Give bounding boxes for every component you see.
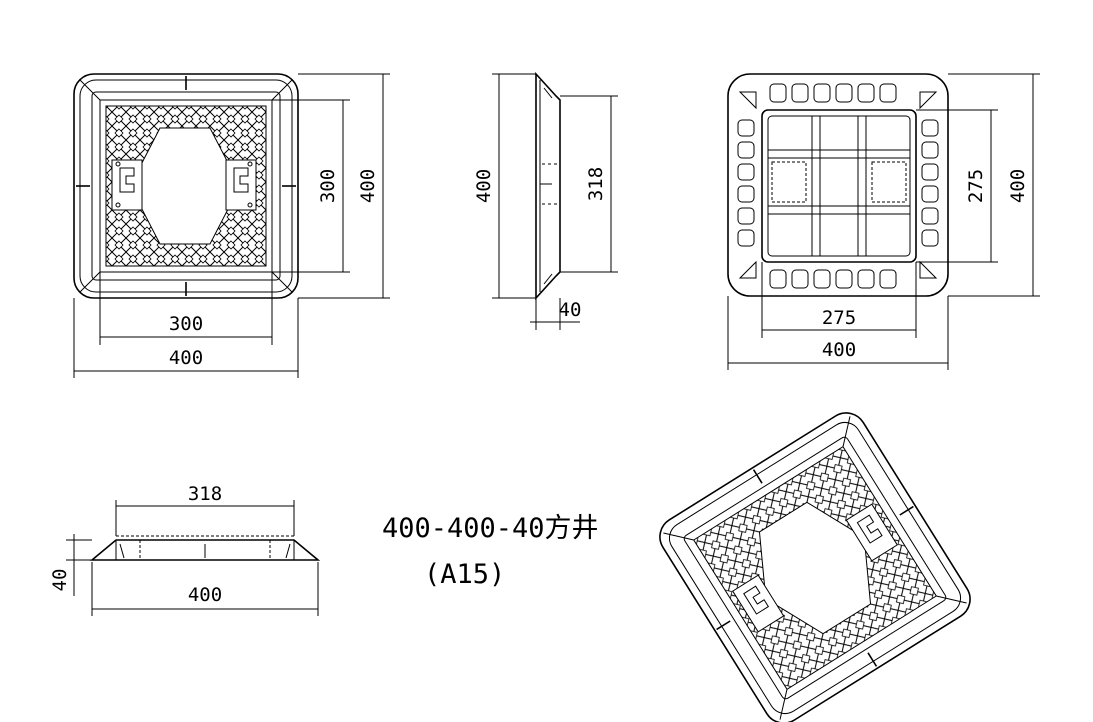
- title-line-2: (A15): [424, 559, 505, 590]
- side-view: 400 318 40: [473, 71, 618, 330]
- bottom-view-inner-height: 275: [965, 169, 987, 203]
- front-view-outer-width: 400: [188, 584, 222, 606]
- cells-top: [769, 83, 897, 289]
- top-view: 300 400 300 400: [73, 73, 390, 378]
- front-view-inner-width: 318: [188, 483, 222, 505]
- side-view-thickness: 40: [559, 299, 582, 321]
- isometric-view: [659, 412, 971, 722]
- front-view-thickness: 40: [49, 569, 71, 592]
- drawing-title: 400-400-40方井 (A15): [382, 513, 599, 590]
- iso-lifting-key-right: [845, 503, 898, 562]
- bottom-view-outer-width: 400: [822, 339, 856, 361]
- front-view: 318 400 40: [49, 483, 321, 616]
- top-view-inner-width: 300: [169, 313, 203, 335]
- iso-lifting-key-left: [732, 574, 785, 633]
- side-view-height: 400: [473, 169, 495, 203]
- cells-side: [737, 119, 939, 247]
- bottom-view-outer-height: 400: [1007, 169, 1029, 203]
- bottom-view-inner-width: 275: [822, 307, 856, 329]
- lifting-key-right: [225, 159, 257, 211]
- top-view-outer-width: 400: [169, 347, 203, 369]
- top-view-outer-height: 400: [357, 169, 379, 203]
- side-view-inner-height: 318: [585, 167, 607, 201]
- lifting-key-left: [111, 159, 143, 211]
- top-view-inner-height: 300: [317, 169, 339, 203]
- bottom-view: 275 400 275 400: [727, 73, 1040, 370]
- title-line-1: 400-400-40方井: [382, 513, 599, 544]
